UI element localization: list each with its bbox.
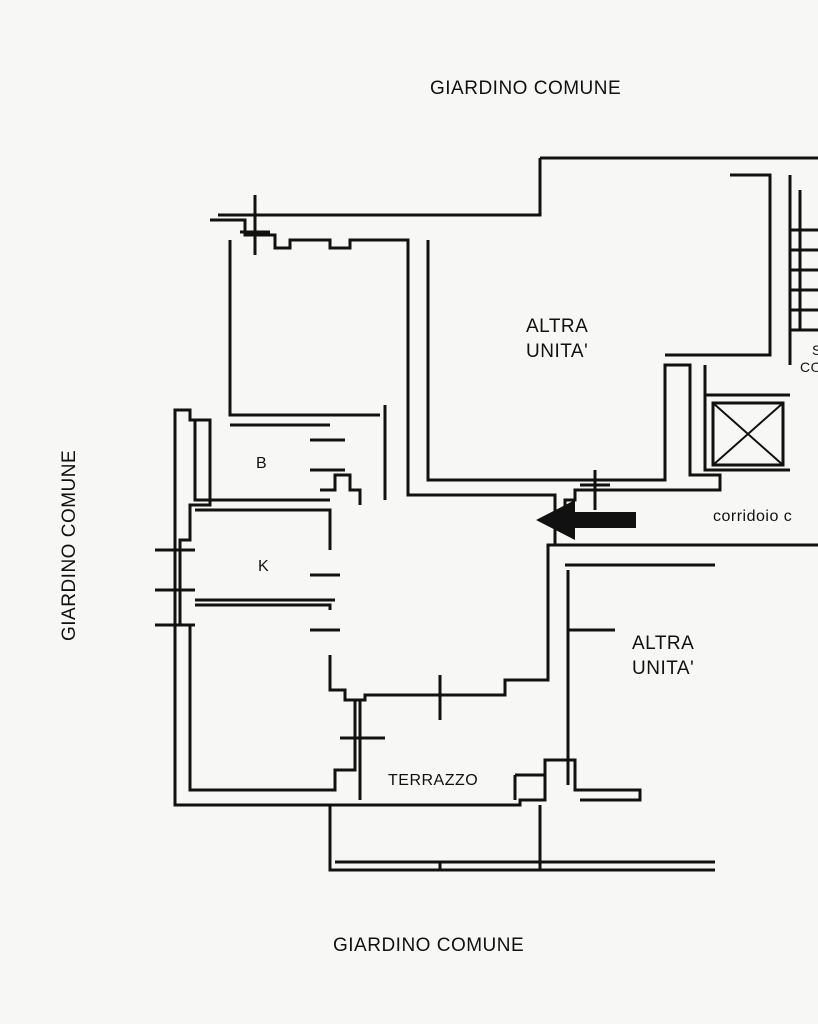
label-line: ALTRA — [632, 633, 695, 654]
other-unit-top-walls — [218, 156, 818, 520]
elevator-cross-icon — [712, 402, 784, 466]
label-other-unit-bottom: ALTRA UNITA' — [632, 631, 694, 681]
label-garden-left: GIARDINO COMUNE — [59, 449, 80, 641]
interior-wall — [193, 240, 380, 550]
label-corridor: corridoio c — [713, 508, 793, 525]
entrance-arrow-icon — [536, 500, 636, 540]
interior-wall — [195, 598, 335, 610]
dimension-ticks — [155, 195, 610, 740]
corridor-walls — [555, 543, 818, 785]
label-terrace: TERRAZZO — [388, 772, 479, 789]
interior-wall — [320, 473, 362, 505]
label-line: UNITA' — [632, 658, 695, 679]
apartment-walls — [173, 218, 642, 807]
label-line: CO — [800, 359, 818, 375]
label-other-unit-top: ALTRA UNITA' — [526, 314, 588, 364]
stairs — [703, 175, 818, 472]
label-bathroom: B — [256, 455, 268, 472]
label-line: ALTRA — [526, 316, 589, 337]
label-line: UNITA' — [526, 341, 589, 362]
label-kitchen: K — [258, 558, 270, 575]
terrace-railing — [328, 805, 715, 872]
elevator-shaft — [711, 401, 785, 467]
label-garden-top: GIARDINO COMUNE — [430, 78, 622, 99]
label-line: S — [812, 342, 818, 358]
interior-wall — [328, 655, 545, 800]
label-garden-bottom: GIARDINO COMUNE — [333, 935, 525, 956]
label-stair-partial: S CO — [800, 342, 818, 376]
